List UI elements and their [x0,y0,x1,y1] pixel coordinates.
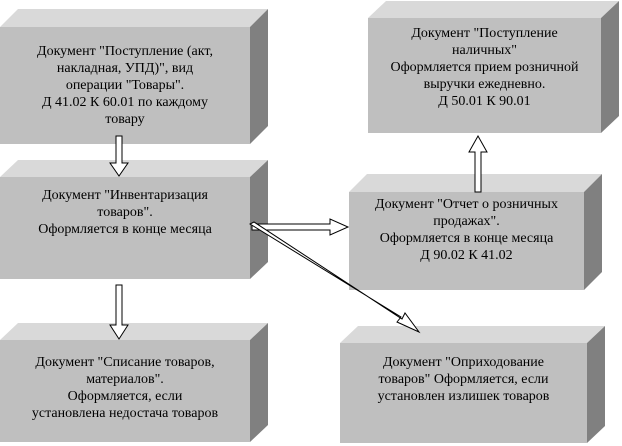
box-inventory [0,160,268,279]
box-line: выручки ежедневно. [423,76,546,92]
box-line: Оформляется в конце месяца [379,231,554,246]
box-line: накладная, УПД)", вид [56,61,194,76]
box-retail-report [349,174,602,290]
box-line: Д 90.02 К 41.02 [420,248,513,263]
box-line: товаров". [97,204,153,220]
text-retail-report: Документ "Отчет о розничных продажах". Офо… [349,192,584,268]
arrow-report-to-cash [468,134,488,193]
text-receipt: Документ "Поступление (акт, накладная, УП… [0,27,250,144]
box-line: Документ "Поступление (акт, [37,44,213,59]
box-line: Оформляется прием розничной [390,59,579,75]
box-line: продажах". [433,214,500,229]
box-line: наличных" [452,42,517,58]
box-line: товаров" Оформляется, если [378,371,549,387]
box-line: операции "Товары". [65,78,185,93]
box-line: Д 50.01 К 90.01 [438,93,531,109]
box-line: Документ "Поступление [411,25,558,41]
box-line: установлен излишек товаров [377,388,550,404]
box-line: материалов". [86,372,164,387]
box-cash-receipt [368,1,619,133]
box-receipt [0,9,268,144]
box-line: Оформляется в конце месяца [38,221,212,237]
arrow-receipt-to-inventory [109,135,129,177]
box-line: Оформляется, если [67,389,183,404]
arrow-inventory-to-writeoff [109,284,129,340]
text-writeoff: Документ "Списание товаров, материалов". О… [0,340,250,436]
box-line: Документ "Отчет о розничных [375,197,558,212]
box-writeoff [0,323,268,442]
box-posting [340,326,605,443]
box-line: установлена недостача товаров [31,406,219,421]
box-line: Документ "Оприходование [383,354,544,370]
box-line: Д 41.02 К 60.01 по каждому [41,95,209,110]
box-line: Документ "Инвентаризация [42,187,208,203]
box-line: Документ "Списание товаров, [35,355,215,370]
arrow-inventory-to-posting [248,221,421,334]
box-line: товару [105,112,145,127]
